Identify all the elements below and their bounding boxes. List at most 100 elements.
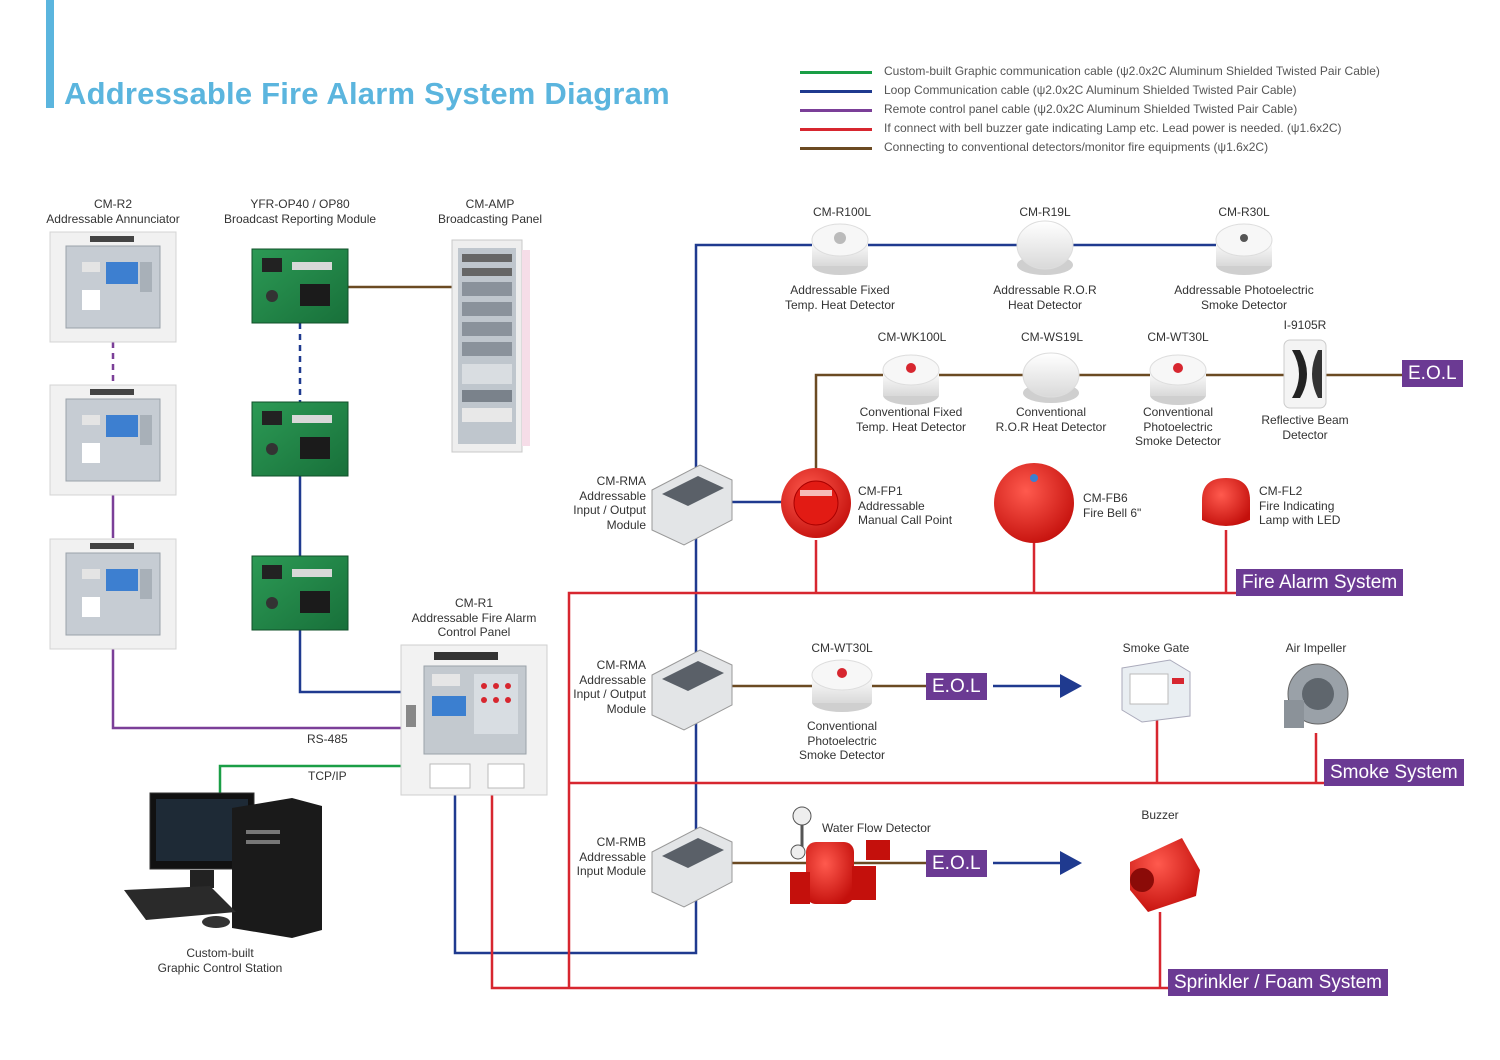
fire-bell: [994, 463, 1074, 543]
fire-alarm-system-tag: Fire Alarm System: [1236, 569, 1404, 596]
legend-text: Loop Communication cable (ψ2.0x2C Alumin…: [884, 83, 1297, 97]
rmb-label: CM-RMB Addressable Input Module: [556, 835, 646, 879]
smoke-detector-wt30l-smoke: [811, 659, 873, 712]
device-name-label: Addressable: [579, 488, 646, 503]
legend-line-purple: [800, 109, 872, 112]
device-name-label: Module: [606, 701, 646, 716]
legend-item-loop: Loop Communication cable (ψ2.0x2C Alumin…: [800, 83, 1420, 102]
r30l-desc: Addressable Photoelectric Smoke Detector: [1160, 283, 1328, 312]
r100l-model: CM-R100L: [812, 205, 872, 219]
device-name-label: Fire Indicating: [1259, 498, 1335, 513]
annunciator-panel: [49, 231, 177, 343]
model-label: CM-FB6: [1083, 491, 1128, 505]
device-name-label: Addressable: [858, 498, 925, 513]
heat-detector-r19l: [1016, 220, 1074, 275]
device-name-label: Photoelectric: [1143, 419, 1213, 434]
device-name-label: Addressable Fixed: [790, 283, 890, 297]
heat-detector-r100l: [811, 223, 869, 275]
legend-text: If connect with bell buzzer gate indicat…: [884, 121, 1342, 135]
device-name-label: Broadcast Reporting Module: [223, 211, 377, 226]
model-label: CM-FP1: [858, 484, 903, 498]
model-label: CM-RMA: [596, 658, 646, 672]
air-impeller: [1284, 663, 1349, 728]
power-line: [567, 591, 1238, 988]
wt30l-smoke-desc: Conventional Photoelectric Smoke Detecto…: [782, 719, 902, 763]
legend-line-brown: [800, 147, 872, 150]
rs485-label: RS-485: [307, 732, 348, 746]
indicating-lamp: [1202, 478, 1250, 526]
model-label: CM-R1: [455, 596, 493, 610]
device-name-label: Control Panel: [437, 625, 511, 639]
annunciator-label: CM-R2 Addressable Annunciator: [40, 197, 186, 226]
device-name-label: Conventional: [806, 719, 878, 733]
device-name-label: Temp. Heat Detector: [855, 419, 967, 434]
wt30l-model: CM-WT30L: [1147, 330, 1209, 344]
loop-cable: [298, 630, 402, 694]
r100l-desc: Addressable Fixed Temp. Heat Detector: [770, 283, 910, 312]
device-name-label: Temp. Heat Detector: [784, 297, 896, 312]
fp1-label: CM-FP1 Addressable Manual Call Point: [858, 484, 952, 528]
device-name-label: Addressable R.O.R: [993, 283, 1097, 297]
conventional-loop: [814, 373, 1405, 468]
smoke-gate-label: Smoke Gate: [1122, 641, 1190, 655]
page-title: Addressable Fire Alarm System Diagram: [64, 76, 670, 111]
model-label: CM-AMP: [465, 197, 515, 211]
graphic-control-station: [124, 792, 322, 938]
device-name-label: Custom-built: [186, 946, 254, 960]
model-label: CM-R2: [94, 197, 132, 211]
device-name-label: Photoelectric: [807, 733, 877, 748]
io-module-rma: [651, 649, 733, 731]
smoke-detector-wt30l: [1149, 354, 1207, 405]
amp-label: CM-AMP Broadcasting Panel: [420, 197, 560, 226]
eol-tag: E.O.L: [926, 673, 987, 700]
device-name-label: Conventional Fixed: [859, 405, 963, 419]
beam-desc: Reflective Beam Detector: [1250, 413, 1360, 442]
io-module-rma: [651, 464, 733, 546]
legend-text: Remote control panel cable (ψ2.0x2C Alum…: [884, 102, 1298, 116]
reflective-beam-detector: [1283, 339, 1327, 409]
input-module-rmb: [651, 826, 733, 908]
eol-tag: E.O.L: [926, 850, 987, 877]
legend-line-green: [800, 71, 872, 74]
device-name-label: Addressable Photoelectric: [1174, 283, 1314, 297]
heat-detector-ws19l: [1022, 352, 1080, 403]
device-name-label: Fire Bell 6": [1083, 505, 1142, 520]
legend-text: Connecting to conventional detectors/mon…: [884, 140, 1269, 154]
device-name-label: Reflective Beam: [1261, 413, 1349, 427]
annunciator-panel: [49, 538, 177, 650]
control-panel: [400, 644, 548, 796]
power-line: [490, 795, 1172, 990]
legend-line-red: [800, 128, 872, 131]
r19l-desc: Addressable R.O.R Heat Detector: [976, 283, 1114, 312]
fb6-label: CM-FB6 Fire Bell 6": [1083, 491, 1141, 520]
r19l-model: CM-R19L: [1019, 205, 1071, 219]
smoke-system-tag: Smoke System: [1324, 759, 1464, 786]
broadcast-module-board: [251, 555, 349, 631]
device-name-label: Conventional: [1142, 405, 1214, 419]
sprinkler-foam-system-tag: Sprinkler / Foam System: [1168, 969, 1388, 996]
device-name-label: Module: [606, 517, 646, 532]
device-name-label: Lamp with LED: [1259, 513, 1341, 527]
broadcast-module-board: [251, 401, 349, 477]
legend-item-power: If connect with bell buzzer gate indicat…: [800, 121, 1420, 140]
graphic-cable: [218, 764, 402, 800]
annunciator-panel: [49, 384, 177, 496]
device-name-label: Addressable: [579, 672, 646, 687]
legend-text: Custom-built Graphic communication cable…: [884, 64, 1380, 78]
legend-item-remote: Remote control panel cable (ψ2.0x2C Alum…: [800, 102, 1420, 121]
arrow-icon: [1060, 851, 1082, 875]
broadcast-module-board: [251, 248, 349, 324]
rma1-label: CM-RMA Addressable Input / Output Module: [556, 474, 646, 532]
legend-item-conventional: Connecting to conventional detectors/mon…: [800, 140, 1420, 159]
water-flow-detector: [790, 806, 890, 904]
ws19l-model: CM-WS19L: [1020, 330, 1083, 344]
tcpip-label: TCP/IP: [308, 769, 347, 783]
device-name-label: Conventional: [1015, 405, 1087, 419]
r30l-model: CM-R30L: [1218, 205, 1270, 219]
wk100l-model: CM-WK100L: [877, 330, 947, 344]
device-name-label: Addressable: [579, 849, 646, 864]
device-name-label: Manual Call Point: [858, 513, 953, 527]
device-name-label: Graphic Control Station: [157, 960, 283, 975]
broadcast-module-label: YFR-OP40 / OP80 Broadcast Reporting Modu…: [216, 197, 384, 226]
device-name-label: Input Module: [576, 864, 646, 878]
